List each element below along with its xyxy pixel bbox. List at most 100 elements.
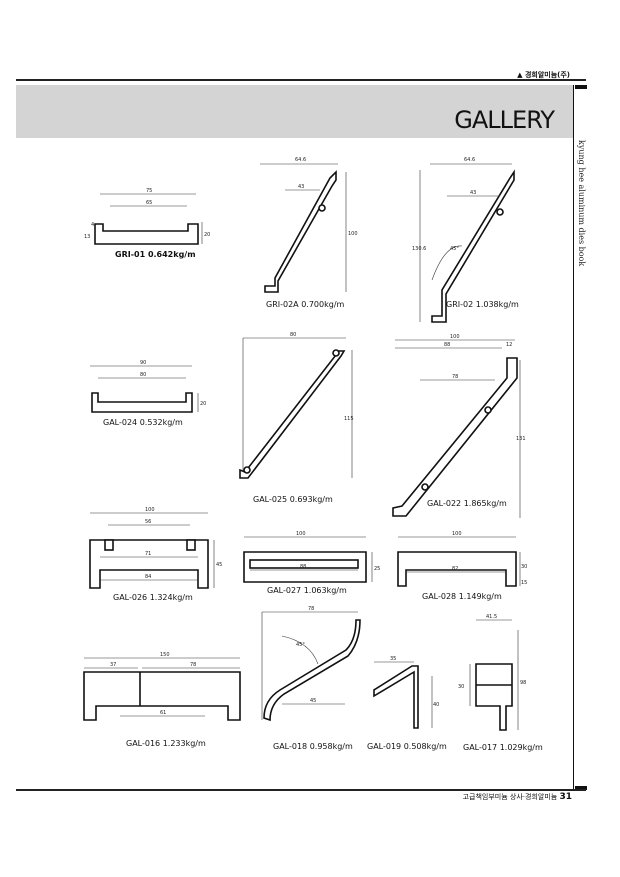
gal022-shape bbox=[392, 357, 518, 517]
caption-gal019: GAL-019 0.508kg/m bbox=[367, 742, 447, 751]
gal028-dim-width: 100 bbox=[452, 531, 462, 537]
gri02-dim-width: 64.6 bbox=[464, 157, 475, 163]
gal018-dim-width: 78 bbox=[308, 606, 314, 612]
gal022-hook-2 bbox=[421, 483, 429, 491]
gal018-shape bbox=[263, 619, 361, 722]
gal022-dim-lip: 12 bbox=[506, 342, 512, 348]
gal024-dim-inner: 80 bbox=[140, 372, 146, 378]
gri02a-dim-width: 64.6 bbox=[295, 157, 306, 163]
gal027-dim-height: 25 bbox=[374, 566, 380, 572]
profile-gal018: 78 45° 45 bbox=[261, 606, 361, 722]
profile-gri02a: 64.6 43 100 bbox=[260, 157, 358, 293]
footer-text: 고급책임부미늄 상사·경희알미늄 bbox=[462, 793, 558, 801]
title-band bbox=[16, 85, 573, 138]
caption-gal018: GAL-018 0.958kg/m bbox=[273, 742, 353, 751]
profile-gri02: 64.6 43 130.6 45° bbox=[412, 157, 515, 323]
gal025-shape bbox=[239, 350, 346, 479]
top-rule bbox=[16, 79, 586, 81]
gal016-shape bbox=[83, 671, 241, 721]
gal016-dim-width: 150 bbox=[160, 652, 170, 658]
gal028-dim-height: 30 bbox=[521, 564, 527, 570]
brand-name: 경희알미늄(주) bbox=[524, 71, 570, 79]
gal026-slot-right bbox=[186, 539, 196, 551]
gal026-dim-width: 100 bbox=[145, 507, 155, 513]
gal025-hook-top bbox=[332, 349, 340, 357]
caption-gal024: GAL-024 0.532kg/m bbox=[103, 418, 183, 427]
page-number: 31 bbox=[559, 792, 572, 802]
gal024-dim-width: 90 bbox=[140, 360, 146, 366]
gal018-dim-base: 45 bbox=[310, 698, 316, 704]
caption-gal022: GAL-022 1.865kg/m bbox=[427, 499, 507, 508]
gal026-dim-inner: 71 bbox=[145, 551, 151, 557]
profile-gal017: 41.5 30 98 bbox=[458, 614, 526, 731]
profile-gal027: 100 88 25 bbox=[243, 531, 380, 583]
gri02-dim-height: 130.6 bbox=[412, 246, 426, 252]
gal018-dim-angle: 45° bbox=[296, 642, 305, 648]
gal022-hook bbox=[484, 406, 492, 414]
gal016-dim-right: 78 bbox=[190, 662, 196, 668]
caption-gal016: GAL-016 1.233kg/m bbox=[126, 739, 206, 748]
profile-gal016: 150 37 78 61 bbox=[83, 652, 241, 721]
gal022-dim-width: 100 bbox=[450, 334, 460, 340]
profile-gal022: 100 88 12 78 131 bbox=[392, 334, 526, 518]
gal024-shape bbox=[91, 392, 193, 413]
profile-gal019: 35 40 bbox=[373, 656, 439, 729]
gri01-dim-height: 20 bbox=[204, 232, 210, 238]
gri02a-dim-height: 100 bbox=[348, 231, 358, 237]
gal026-dim-base: 84 bbox=[145, 574, 151, 580]
gri02-dim-inner: 43 bbox=[470, 190, 476, 196]
gal017-dim-width: 41.5 bbox=[486, 614, 497, 620]
caption-gal017: GAL-017 1.029kg/m bbox=[463, 743, 543, 752]
gri01-dim-inner: 65 bbox=[146, 200, 152, 206]
bottom-rule bbox=[16, 789, 586, 791]
profile-gal025: 80 115 bbox=[239, 332, 354, 479]
gal028-shape bbox=[397, 551, 517, 587]
gal026-dim-height: 45 bbox=[216, 562, 222, 568]
gri01-shape bbox=[94, 223, 199, 245]
caption-gal028: GAL-028 1.149kg/m bbox=[422, 592, 502, 601]
gri02-dim-angle: 45° bbox=[450, 246, 459, 252]
sidebar-text: kyung hee aluminum dies book bbox=[577, 140, 586, 267]
gal017-shape bbox=[475, 663, 513, 731]
gal017-dim-height: 98 bbox=[520, 680, 526, 686]
profile-gri01: 75 65 20 13 4 bbox=[84, 188, 210, 245]
gal028-dim-inner: 82 bbox=[452, 566, 458, 572]
caption-gri02a: GRI-02A 0.700kg/m bbox=[266, 300, 345, 309]
gal024-dim-height: 20 bbox=[200, 401, 206, 407]
page-footer: 고급책임부미늄 상사·경희알미늄 31 bbox=[463, 792, 572, 802]
gal025-dim-width: 80 bbox=[290, 332, 296, 338]
gri01-dim-side: 13 bbox=[84, 234, 90, 240]
gal019-dim-width: 35 bbox=[390, 656, 396, 662]
gal025-dim-height: 115 bbox=[344, 416, 354, 422]
gal026-dim-slot: 56 bbox=[145, 519, 151, 525]
gri01-dim-width: 75 bbox=[146, 188, 152, 194]
gal022-dim-inner: 88 bbox=[444, 342, 450, 348]
leaf-icon: ▲ bbox=[517, 71, 523, 79]
gri02-shape bbox=[431, 169, 515, 323]
gal026-shape bbox=[89, 539, 209, 589]
gal027-inner bbox=[249, 559, 359, 569]
caption-gri01: GRI-01 0.642kg/m bbox=[115, 250, 196, 259]
gal025-hook-bottom bbox=[243, 466, 251, 474]
gal016-dim-left: 37 bbox=[110, 662, 116, 668]
caption-gri02: GRI-02 1.038kg/m bbox=[446, 300, 519, 309]
caption-gal026: GAL-026 1.324kg/m bbox=[113, 593, 193, 602]
caption-gal025: GAL-025 0.693kg/m bbox=[253, 495, 333, 504]
gal017-dim-box: 30 bbox=[458, 684, 464, 690]
gal027-dim-inner: 88 bbox=[300, 564, 306, 570]
gri01-dim-lip: 4 bbox=[91, 222, 94, 228]
gri02a-dim-inner: 43 bbox=[298, 184, 304, 190]
gri02-hook bbox=[496, 208, 504, 216]
gal026-slot-left bbox=[104, 539, 114, 551]
gal016-dim-slot: 61 bbox=[160, 710, 166, 716]
sidebar-cap-top bbox=[575, 85, 587, 89]
profile-gal026: 100 56 71 84 45 bbox=[89, 507, 222, 589]
profile-gal028: 100 82 30 15 bbox=[397, 531, 527, 587]
gal022-dim-slope: 78 bbox=[452, 374, 458, 380]
brand-logo: ▲ 경희알미늄(주) bbox=[517, 70, 570, 80]
caption-gal027: GAL-027 1.063kg/m bbox=[267, 586, 347, 595]
gal019-shape bbox=[373, 665, 419, 729]
gri02a-hook bbox=[318, 204, 326, 212]
gal019-dim-height: 40 bbox=[433, 702, 439, 708]
